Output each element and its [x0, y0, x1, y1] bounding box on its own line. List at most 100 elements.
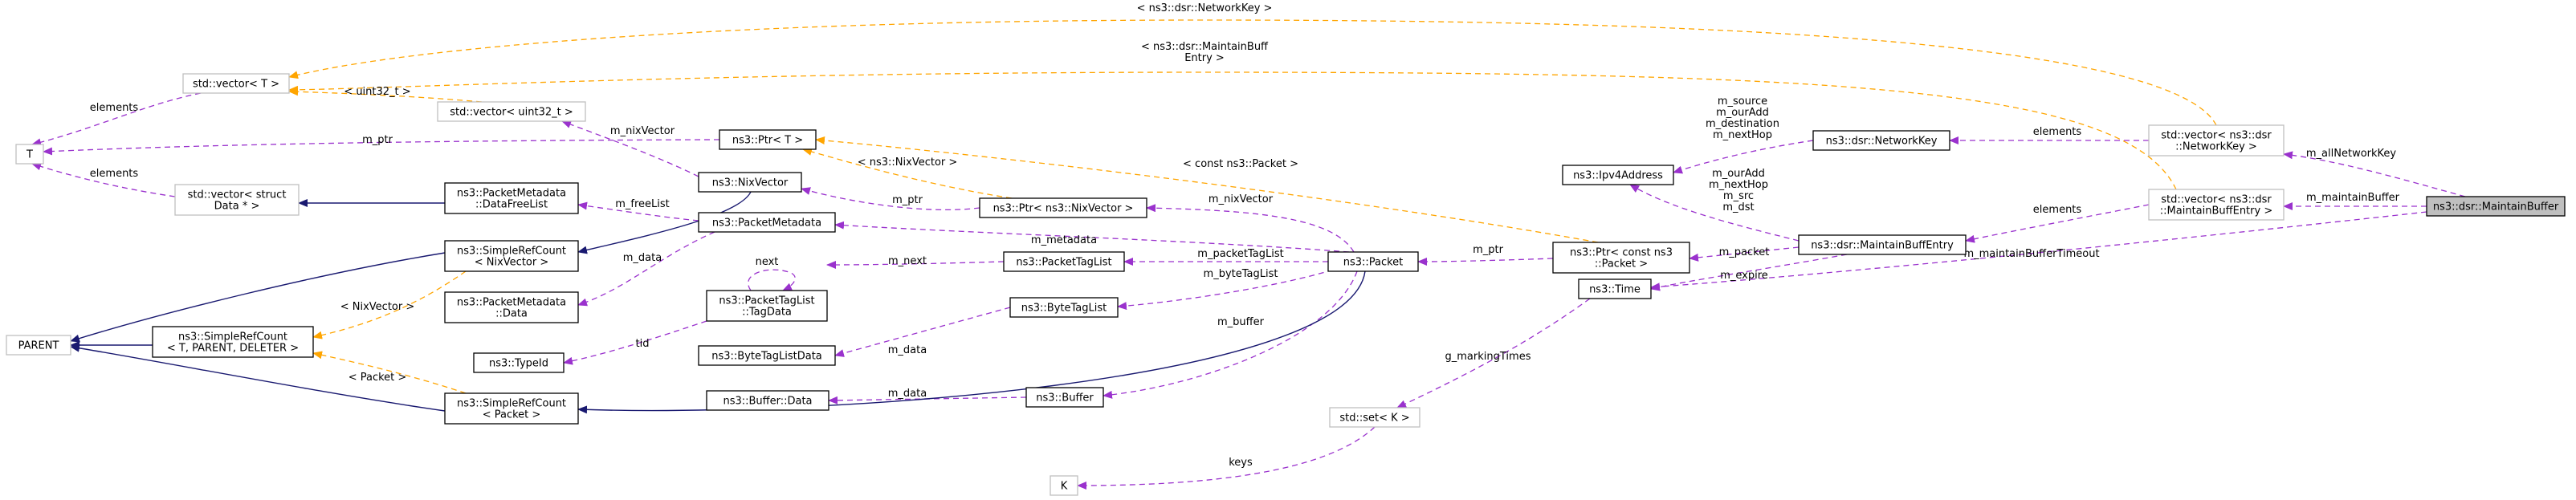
node-box: [979, 197, 1147, 218]
node-vector-network-key[interactable]: std::vector< ns3::dsr::NetworkKey >: [2148, 124, 2285, 157]
node-type-id[interactable]: ns3::TypeId: [473, 352, 565, 373]
node-box: [473, 352, 565, 373]
edge-label-line: m_ourAdd: [1716, 107, 1769, 119]
edge-label-line: < uint32_t >: [344, 86, 410, 98]
edge-label-line: g_markingTimes: [1445, 351, 1531, 363]
node-byte-tag-list[interactable]: ns3::ByteTagList: [1009, 297, 1119, 318]
node-ptr-nix-vector[interactable]: ns3::Ptr< ns3::NixVector >: [979, 197, 1147, 218]
edge-label-next: next: [756, 256, 779, 268]
node-box: [1003, 251, 1125, 272]
usage-edge-16: [1103, 270, 1358, 399]
usage-edge-9: [1417, 257, 1554, 266]
template-edge-38: [815, 136, 1599, 243]
node-network-key[interactable]: ns3::dsr::NetworkKey: [1812, 130, 1950, 151]
edge-label-line: m_ptr: [1473, 244, 1504, 256]
node-box: [2426, 196, 2566, 217]
edge-label-line: m_ourAdd: [1712, 168, 1765, 180]
node-box: [2148, 189, 2285, 221]
usage-edge-6: [1629, 184, 1800, 242]
node-label: K: [1061, 481, 1068, 493]
node-t[interactable]: T: [15, 144, 44, 165]
node-box: [719, 129, 817, 150]
node-box: [152, 326, 314, 358]
node-maintain-buff-entry[interactable]: ns3::dsr::MaintainBuffEntry: [1798, 234, 1967, 255]
edge-label-line: m_nixVector: [1209, 193, 1274, 205]
node-label: std::vector< uint32_t >: [450, 107, 573, 119]
edge-label-line: m_data: [888, 344, 927, 356]
usage-edge-15: [1117, 269, 1334, 311]
edge-label-line: m_nextHop: [1709, 179, 1768, 191]
edge-label-m-data-metadata: m_data: [623, 252, 662, 264]
node-label: PARENT: [18, 340, 59, 352]
node-box: [444, 392, 579, 425]
edge-label-line: m_data: [623, 252, 662, 264]
node-ptr-const-packet[interactable]: ns3::Ptr< const ns3::Packet >: [1552, 242, 1690, 274]
node-packet-tag-list-tag-data[interactable]: ns3::PacketTagList::TagData: [706, 290, 828, 322]
edge-label-line: < ns3::dsr::NetworkKey >: [1137, 2, 1273, 14]
node-packet-metadata-data-free-list[interactable]: ns3::PacketMetadata::DataFreeList: [444, 182, 579, 214]
node-simple-ref-count-nix-vector[interactable]: ns3::SimpleRefCount< NixVector >: [444, 240, 579, 272]
node-packet-tag-list[interactable]: ns3::PacketTagList: [1003, 251, 1125, 272]
node-label: std::vector< ns3::dsr: [2161, 194, 2272, 206]
usage-edge-20: [834, 307, 1011, 357]
node-buffer-data[interactable]: ns3::Buffer::Data: [706, 390, 829, 411]
edge-label-tmpl-packet-ref: < Packet >: [348, 372, 407, 384]
node-box: [2148, 124, 2285, 157]
node-buffer[interactable]: ns3::Buffer: [1025, 387, 1104, 408]
node-label: ns3::SimpleRefCount: [178, 331, 287, 343]
edge-label-elements-vector-t: elements: [90, 102, 139, 114]
node-ipv4-address[interactable]: ns3::Ipv4Address: [1562, 165, 1674, 185]
edge-label-tmpl-uint32: < uint32_t >: [344, 86, 410, 98]
edge-label-m-maintain-buffer: m_maintainBuffer: [2306, 192, 2400, 204]
node-label: Data * >: [214, 201, 260, 213]
node-vector-maintain-buff-entry[interactable]: std::vector< ns3::dsr::MaintainBuffEntry…: [2148, 189, 2285, 221]
node-byte-tag-list-data[interactable]: ns3::ByteTagListData: [698, 345, 836, 366]
node-ptr-t[interactable]: ns3::Ptr< T >: [719, 129, 817, 150]
node-time[interactable]: ns3::Time: [1578, 278, 1652, 299]
node-vector-t[interactable]: std::vector< T >: [182, 73, 290, 94]
usage-edge-12: [1146, 204, 1355, 253]
node-box: [444, 182, 579, 214]
node-simple-ref-count-packet[interactable]: ns3::SimpleRefCount< Packet >: [444, 392, 579, 425]
node-label: ns3::Time: [1589, 284, 1641, 296]
node-k[interactable]: K: [1050, 475, 1078, 496]
node-label: < NixVector >: [475, 257, 549, 269]
edge-label-line: m_maintainBuffer: [2306, 192, 2400, 204]
node-simple-ref-count-generic[interactable]: ns3::SimpleRefCount< T, PARENT, DELETER …: [152, 326, 314, 358]
edge-label-line: m_byteTagList: [1204, 268, 1278, 280]
edge-label-line: m_metadata: [1031, 234, 1097, 246]
edge-label-keys: keys: [1229, 457, 1253, 469]
node-box: [6, 335, 71, 356]
edge-label-line: m_freeList: [615, 198, 670, 210]
node-box: [706, 290, 828, 322]
edge-label-line: m_packet: [1719, 246, 1770, 258]
node-packet-metadata[interactable]: ns3::PacketMetadata: [698, 212, 836, 233]
node-parent[interactable]: PARENT: [6, 335, 71, 356]
node-box: [15, 144, 44, 165]
node-vector-uint32[interactable]: std::vector< uint32_t >: [437, 101, 586, 122]
edge-label-line: m_nextHop: [1713, 129, 1772, 141]
node-box: [698, 345, 836, 366]
usage-edge-2: [1650, 211, 2427, 291]
node-set-k[interactable]: std::set< K >: [1329, 407, 1420, 428]
edge-label-line: < ns3::NixVector >: [858, 157, 958, 169]
edge-label-m-ptr-t: m_ptr: [362, 134, 393, 146]
node-label: ns3::NixVector: [712, 177, 789, 189]
node-packet[interactable]: ns3::Packet: [1327, 251, 1419, 272]
node-label: ns3::Ptr< ns3::NixVector >: [993, 203, 1134, 215]
node-packet-metadata-data[interactable]: ns3::PacketMetadata::Data: [444, 291, 579, 323]
edge-label-line: m_dst: [1722, 201, 1754, 213]
template-edge-41: [312, 351, 467, 394]
node-maintain-buffer[interactable]: ns3::dsr::MaintainBuffer: [2426, 196, 2566, 217]
edge-label-m-expire: m_expire: [1720, 270, 1768, 282]
edge-label-line: m_nixVector: [610, 125, 675, 137]
node-label: ns3::dsr::NetworkKey: [1826, 136, 1938, 148]
node-box: [698, 212, 836, 233]
node-label: ::Data: [495, 308, 528, 320]
edge-label-m-nix-vector-packet: m_nixVector: [1209, 193, 1274, 205]
node-label: ns3::dsr::MaintainBuffer: [2433, 201, 2559, 213]
node-nix-vector[interactable]: ns3::NixVector: [698, 172, 802, 193]
